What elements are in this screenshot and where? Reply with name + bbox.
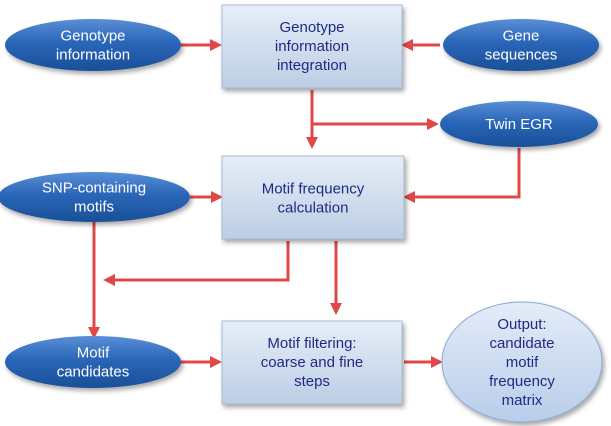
node-output-label: Output: candidate motif frequency matrix (489, 316, 555, 409)
node-gene-sequences (443, 19, 599, 71)
label-line: Motif frequency (262, 181, 365, 198)
arrow-twin-egr-to-calculation (403, 148, 521, 203)
node-genotype-information-integration-label: Genotype information integration (275, 19, 349, 74)
node-twin-egr (440, 101, 598, 147)
node-genotype-information-label: Genotype information (56, 28, 130, 64)
label-line: motifs (74, 199, 114, 216)
label-line: frequency (489, 373, 555, 390)
label-line: calculation (278, 200, 349, 217)
node-motif-filtering-label: Motif filtering: coarse and fine steps (261, 335, 364, 390)
arrow-calculation-to-candidates-path (103, 241, 290, 286)
node-genotype-information (5, 19, 181, 71)
node-motif-candidates-label: Motif candidates (57, 345, 130, 381)
label-line: candidate (489, 335, 554, 352)
label-line: integration (277, 57, 347, 74)
label-line: candidates (57, 364, 130, 381)
node-motif-candidates (5, 336, 181, 388)
label-line: information (275, 38, 349, 55)
label-line: steps (294, 373, 330, 390)
label-line: information (56, 47, 130, 64)
label-line: Gene (503, 28, 540, 45)
node-snp-containing-motifs (0, 172, 190, 222)
label-line: Motif (77, 345, 110, 362)
node-motif-filtering (221, 320, 403, 405)
node-output-candidate-motif-frequency-matrix (441, 301, 603, 423)
connectors (88, 39, 521, 368)
label-line: Genotype (279, 19, 344, 36)
label-line: Output: (497, 316, 546, 333)
label-line: motif (506, 354, 539, 371)
label-line: matrix (502, 392, 543, 409)
label-line: Twin EGR (485, 116, 553, 133)
node-gene-sequences-label: Gene sequences (485, 28, 558, 64)
label-line: Motif filtering: (267, 335, 356, 352)
label-line: Genotype (60, 28, 125, 45)
label-line: sequences (485, 47, 558, 64)
node-twin-egr-label: Twin EGR (485, 116, 553, 133)
label-line: coarse and fine (261, 354, 364, 371)
label-line: SNP-containing (42, 180, 146, 197)
node-genotype-information-integration (221, 4, 403, 89)
node-snp-containing-motifs-label: SNP-containing motifs (42, 180, 146, 216)
node-motif-frequency-calculation (221, 155, 405, 240)
node-motif-frequency-calculation-label: Motif frequency calculation (262, 181, 365, 217)
